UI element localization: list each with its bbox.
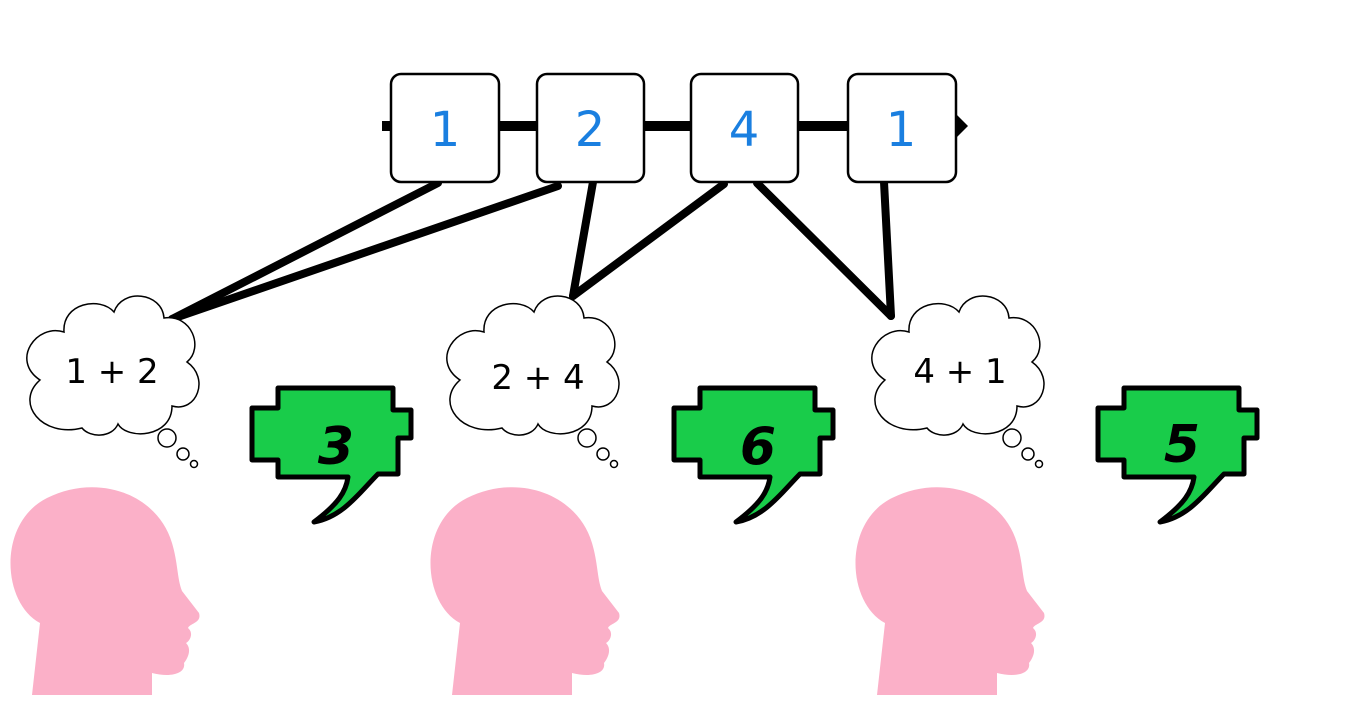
- sequence-arrow-head: [956, 114, 968, 138]
- connector-line: [569, 180, 728, 300]
- speech-answer: 3: [318, 417, 354, 477]
- sequence-box: 1: [389, 72, 501, 184]
- connector-line: [880, 178, 895, 320]
- sequence-box-value: 2: [575, 102, 606, 158]
- sequence-box: 2: [535, 72, 646, 184]
- connector-line: [569, 178, 597, 300]
- thought-text: 2 + 4: [491, 358, 584, 398]
- worker-group: 2 + 4 6: [430, 295, 833, 695]
- sequence-box: 1: [846, 72, 958, 184]
- sequence-box-value: 4: [729, 102, 760, 158]
- sequence-box-value: 1: [430, 102, 461, 158]
- connector-line: [168, 179, 442, 323]
- thought-text: 4 + 1: [913, 352, 1006, 392]
- worker-group: 4 + 1 5: [855, 295, 1257, 695]
- connector-line: [168, 182, 562, 323]
- speech-answer: 6: [740, 417, 776, 477]
- sequence-box: 4: [689, 72, 800, 184]
- person-head-icon: [10, 487, 200, 695]
- worker-group: 1 + 2 3: [10, 295, 411, 695]
- thought-text: 1 + 2: [65, 352, 158, 392]
- connector-lines: [168, 178, 895, 323]
- person-head-icon: [430, 487, 620, 695]
- connector-line: [753, 179, 895, 320]
- speech-answer: 5: [1164, 415, 1200, 475]
- sequence-boxes: 1 2 4 1: [389, 72, 958, 184]
- sequence-box-value: 1: [886, 102, 917, 158]
- person-head-icon: [855, 487, 1045, 695]
